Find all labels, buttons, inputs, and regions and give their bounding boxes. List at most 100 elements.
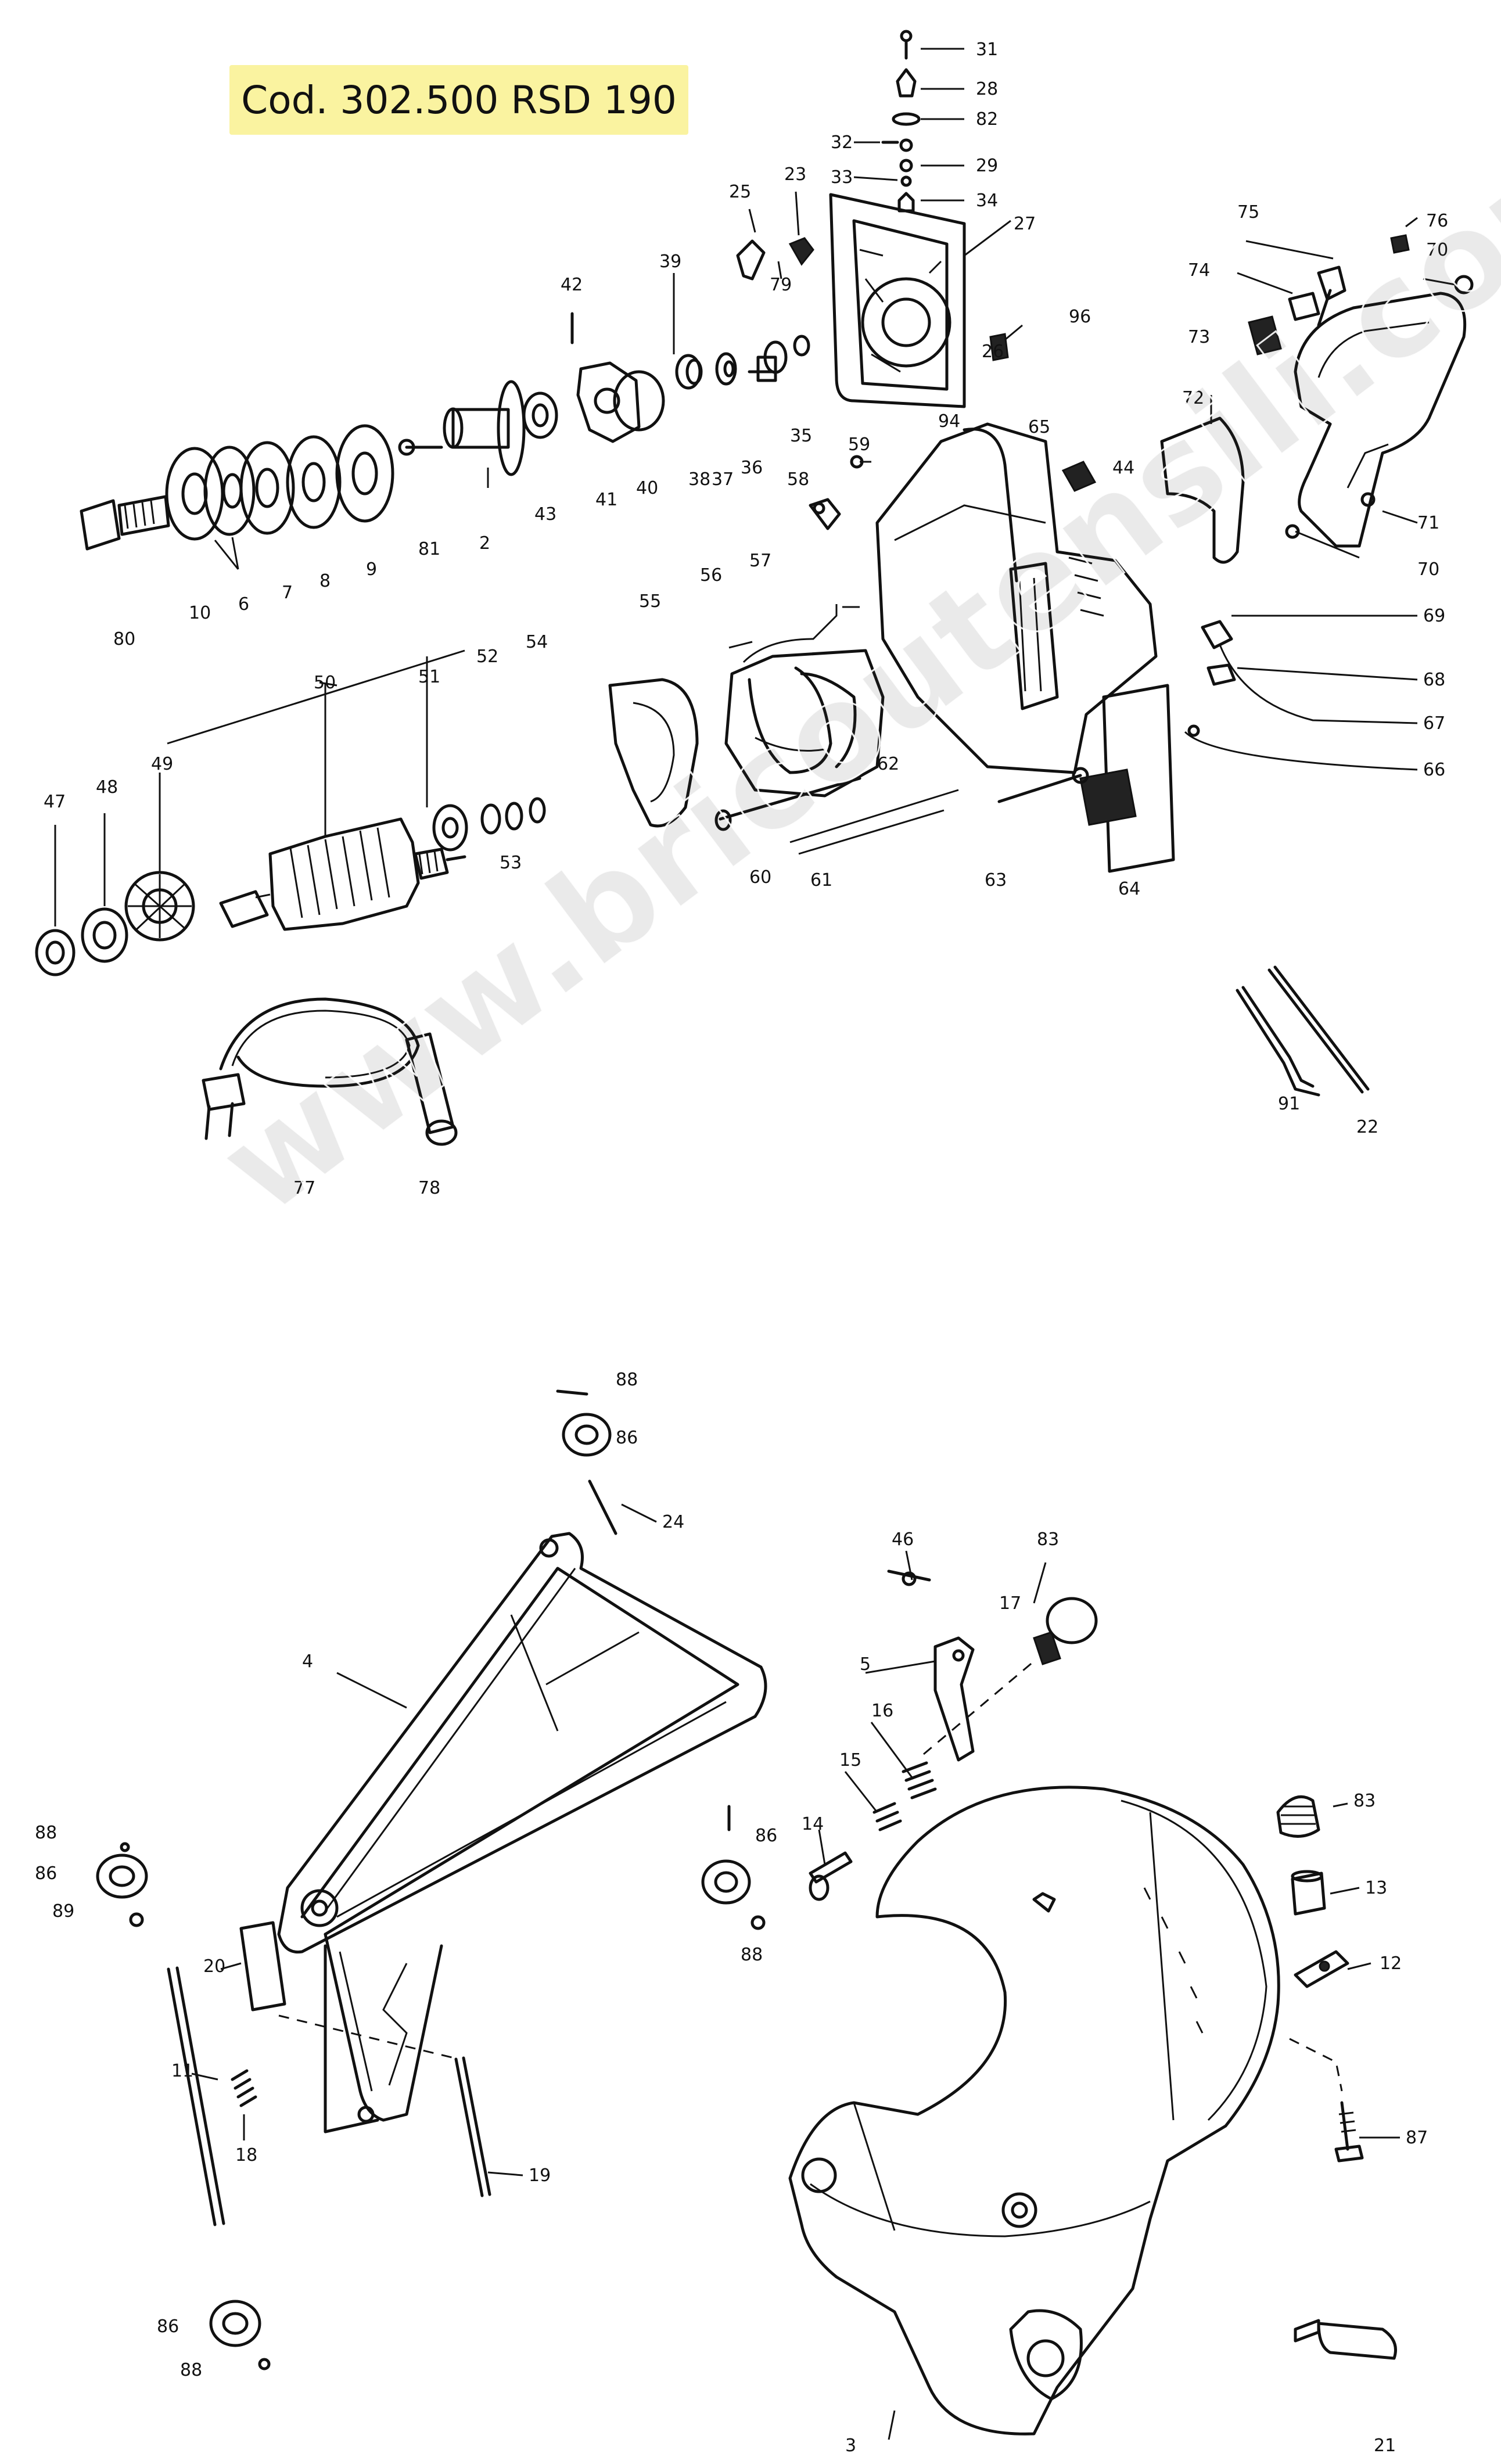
callout-5: 5 (860, 1654, 871, 1675)
callout-20: 20 (203, 1956, 225, 1977)
callout-87: 87 (1406, 2128, 1428, 2148)
callout-4: 4 (302, 1651, 313, 1672)
callout-21: 21 (1374, 2436, 1396, 2456)
callout-70b: 70 (1417, 559, 1439, 580)
callout-86a: 86 (616, 1428, 638, 1448)
handle-knob-parts (1276, 1795, 1400, 2360)
callout-41: 41 (595, 490, 617, 510)
callout-50: 50 (314, 673, 336, 693)
callout-51: 51 (418, 667, 440, 687)
callout-94: 94 (938, 411, 960, 432)
callout-37: 37 (712, 469, 734, 490)
callout-88c: 88 (741, 1945, 763, 1965)
brush-holder-64 (714, 615, 1418, 873)
callout-64: 64 (1118, 879, 1140, 899)
callout-96: 96 (1069, 307, 1091, 327)
callout-81: 81 (418, 539, 440, 559)
leader-lines-bottom (191, 1550, 1047, 2440)
callout-57: 57 (749, 551, 771, 571)
callout-71: 71 (1417, 513, 1439, 533)
callout-17: 17 (999, 1593, 1021, 1614)
callout-27: 27 (1014, 214, 1036, 234)
spindle-parts (576, 273, 810, 443)
callout-28: 28 (976, 79, 998, 99)
callout-86d: 86 (157, 2316, 179, 2337)
callout-61: 61 (810, 870, 832, 890)
callout-58: 58 (787, 469, 809, 490)
callout-73: 73 (1188, 327, 1210, 347)
armature-50 (35, 649, 546, 976)
callout-76: 76 (1426, 211, 1448, 231)
callout-83a: 83 (1037, 1529, 1059, 1550)
callout-72: 72 (1182, 388, 1204, 408)
callout-43: 43 (534, 504, 556, 525)
rods-11-19 (167, 1921, 491, 2226)
callout-33: 33 (831, 167, 853, 188)
callout-48: 48 (96, 777, 118, 798)
callout-78: 78 (418, 1178, 440, 1198)
callout-36: 36 (741, 458, 763, 478)
bushing-group (398, 312, 574, 488)
latch-lever-5 (809, 1569, 1098, 1901)
callout-56: 56 (700, 565, 722, 586)
callout-10: 10 (189, 603, 211, 623)
callout-38: 38 (688, 469, 710, 490)
callout-6: 6 (238, 594, 249, 615)
callout-18: 18 (235, 2145, 257, 2165)
callout-62: 62 (877, 754, 899, 774)
callout-74: 74 (1188, 260, 1210, 281)
callout-42: 42 (561, 275, 583, 295)
callout-40: 40 (636, 478, 658, 498)
callout-2: 2 (479, 533, 490, 554)
callout-83b: 83 (1353, 1791, 1376, 1811)
small-screws-group (853, 30, 964, 213)
callout-44: 44 (1112, 458, 1134, 478)
callout-labels: 31 28 82 32 29 33 34 25 23 27 75 76 70 7… (35, 39, 1448, 2456)
callout-19: 19 (529, 2165, 551, 2186)
callout-25: 25 (729, 182, 751, 202)
gear-housing-27 (829, 193, 1011, 408)
callout-49: 49 (151, 754, 173, 774)
callout-53: 53 (500, 853, 522, 873)
callout-55: 55 (639, 591, 661, 612)
callout-59: 59 (848, 434, 870, 455)
callout-46: 46 (892, 1529, 914, 1550)
callout-22: 22 (1356, 1117, 1378, 1137)
callout-54: 54 (526, 632, 548, 652)
callout-75: 75 (1237, 202, 1259, 222)
callout-86b: 86 (35, 1863, 57, 1884)
callout-9: 9 (366, 559, 377, 580)
callout-35: 35 (790, 426, 812, 446)
callout-86c: 86 (755, 1826, 777, 1846)
callout-66: 66 (1423, 760, 1445, 780)
turntable-base-3 (788, 1786, 1343, 2436)
levers-25-23 (736, 191, 814, 281)
callout-88a: 88 (616, 1370, 638, 1390)
callout-77: 77 (293, 1178, 315, 1198)
callout-16: 16 (871, 1701, 893, 1721)
callout-12: 12 (1380, 1953, 1402, 1974)
callout-91: 91 (1278, 1094, 1300, 1114)
power-cord-77 (202, 997, 458, 1146)
callout-15: 15 (839, 1750, 861, 1770)
stator-56 (608, 604, 885, 828)
callout-67: 67 (1423, 713, 1445, 734)
blade-guard-71 (1160, 217, 1474, 564)
callout-88d: 88 (180, 2360, 202, 2380)
callout-68: 68 (1423, 670, 1445, 690)
callout-3: 3 (845, 2436, 856, 2456)
callout-8: 8 (319, 571, 331, 591)
callout-80: 80 (113, 629, 135, 649)
callout-60: 60 (749, 867, 771, 888)
hex-key-91 (1236, 965, 1370, 1097)
callout-89: 89 (52, 1901, 74, 1921)
callout-13: 13 (1365, 1878, 1387, 1898)
callout-65: 65 (1028, 417, 1050, 437)
callout-31: 31 (976, 39, 998, 60)
callout-69: 69 (1423, 606, 1445, 626)
callout-39: 39 (659, 252, 681, 272)
callout-24: 24 (662, 1512, 684, 1532)
saw-arm-4 (277, 1479, 767, 2133)
flange-disc-stack (80, 424, 394, 570)
